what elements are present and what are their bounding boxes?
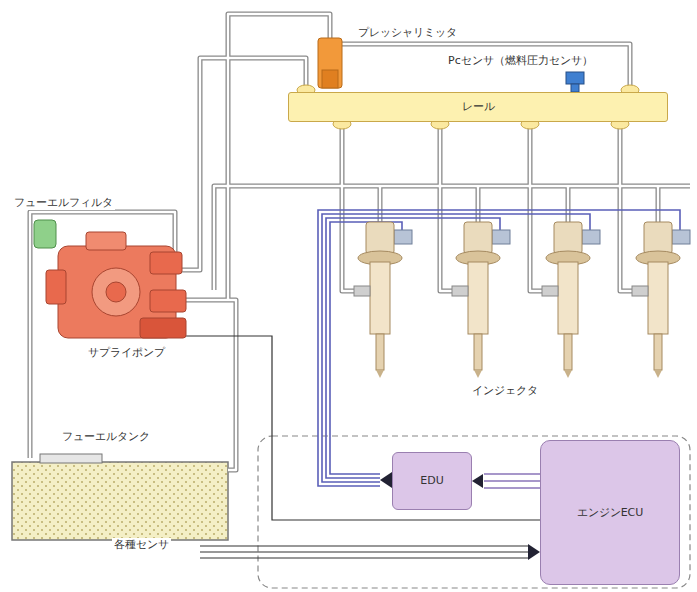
- part-label: プレッシャリミッタ: [356, 26, 459, 40]
- part-label: インジェクタ: [470, 384, 540, 398]
- part-label: Pcセンサ（燃料圧力センサ）: [446, 54, 595, 68]
- rail-box: レール: [288, 92, 668, 122]
- part-label: フューエルタンク: [60, 430, 152, 444]
- part-label: 各種センサ: [112, 538, 171, 552]
- node-text: EDU: [420, 474, 443, 487]
- edu-box: EDU: [392, 452, 472, 510]
- node-text: エンジンECU: [577, 506, 644, 519]
- node-text: レール: [462, 100, 495, 113]
- signal-wires: [472, 474, 540, 488]
- part-label: フューエルフィルタ: [12, 196, 115, 210]
- ecu-box: エンジンECU: [540, 440, 680, 585]
- part-label: サプライポンプ: [86, 346, 167, 360]
